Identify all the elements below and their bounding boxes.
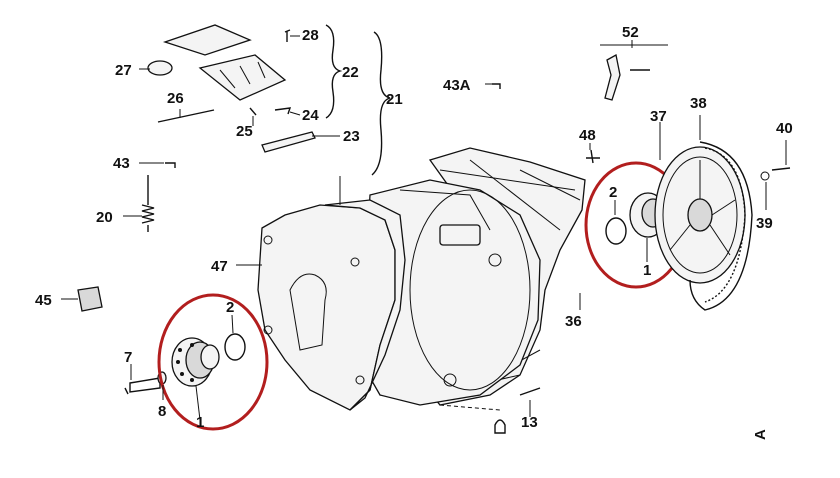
label-8: 8	[158, 403, 166, 420]
label-1-left: 1	[196, 414, 204, 431]
label-43A: 43A	[443, 77, 471, 94]
label-22: 22	[342, 64, 359, 81]
label-21: 21	[386, 91, 403, 108]
drive-pulley	[654, 146, 746, 284]
label-26: 26	[167, 90, 184, 107]
label-38: 38	[690, 95, 707, 112]
label-20: 20	[96, 209, 113, 226]
drum-body	[359, 179, 541, 406]
label-39: 39	[756, 215, 773, 232]
left-bearing-assembly	[129, 333, 246, 393]
front-tub-half	[257, 199, 406, 411]
small-parts	[77, 24, 791, 434]
label-7: 7	[124, 349, 132, 366]
part-labels: 28 22 21 27 26 24 25 23 43 43A 20 47 45 …	[35, 24, 793, 440]
drive-belt	[689, 141, 753, 311]
label-47: 47	[211, 258, 228, 275]
highlight-left-bearing	[157, 293, 269, 431]
o-ring-right	[605, 217, 627, 245]
label-1-right: 1	[643, 262, 651, 279]
o-ring-left	[224, 333, 246, 361]
label-2-right: 2	[609, 184, 617, 201]
corner-mark: A	[752, 429, 769, 440]
leader-lines	[61, 24, 787, 421]
label-23: 23	[343, 128, 360, 145]
label-25: 25	[236, 123, 253, 140]
label-2-left: 2	[226, 299, 234, 316]
label-37: 37	[650, 108, 667, 125]
label-27: 27	[115, 62, 132, 79]
label-52: 52	[622, 24, 639, 41]
label-43: 43	[113, 155, 130, 172]
label-24: 24	[302, 107, 319, 124]
label-40: 40	[776, 120, 793, 137]
label-48: 48	[579, 127, 596, 144]
label-36: 36	[565, 313, 582, 330]
label-45: 45	[35, 292, 52, 309]
label-13: 13	[521, 414, 538, 431]
label-28: 28	[302, 27, 319, 44]
